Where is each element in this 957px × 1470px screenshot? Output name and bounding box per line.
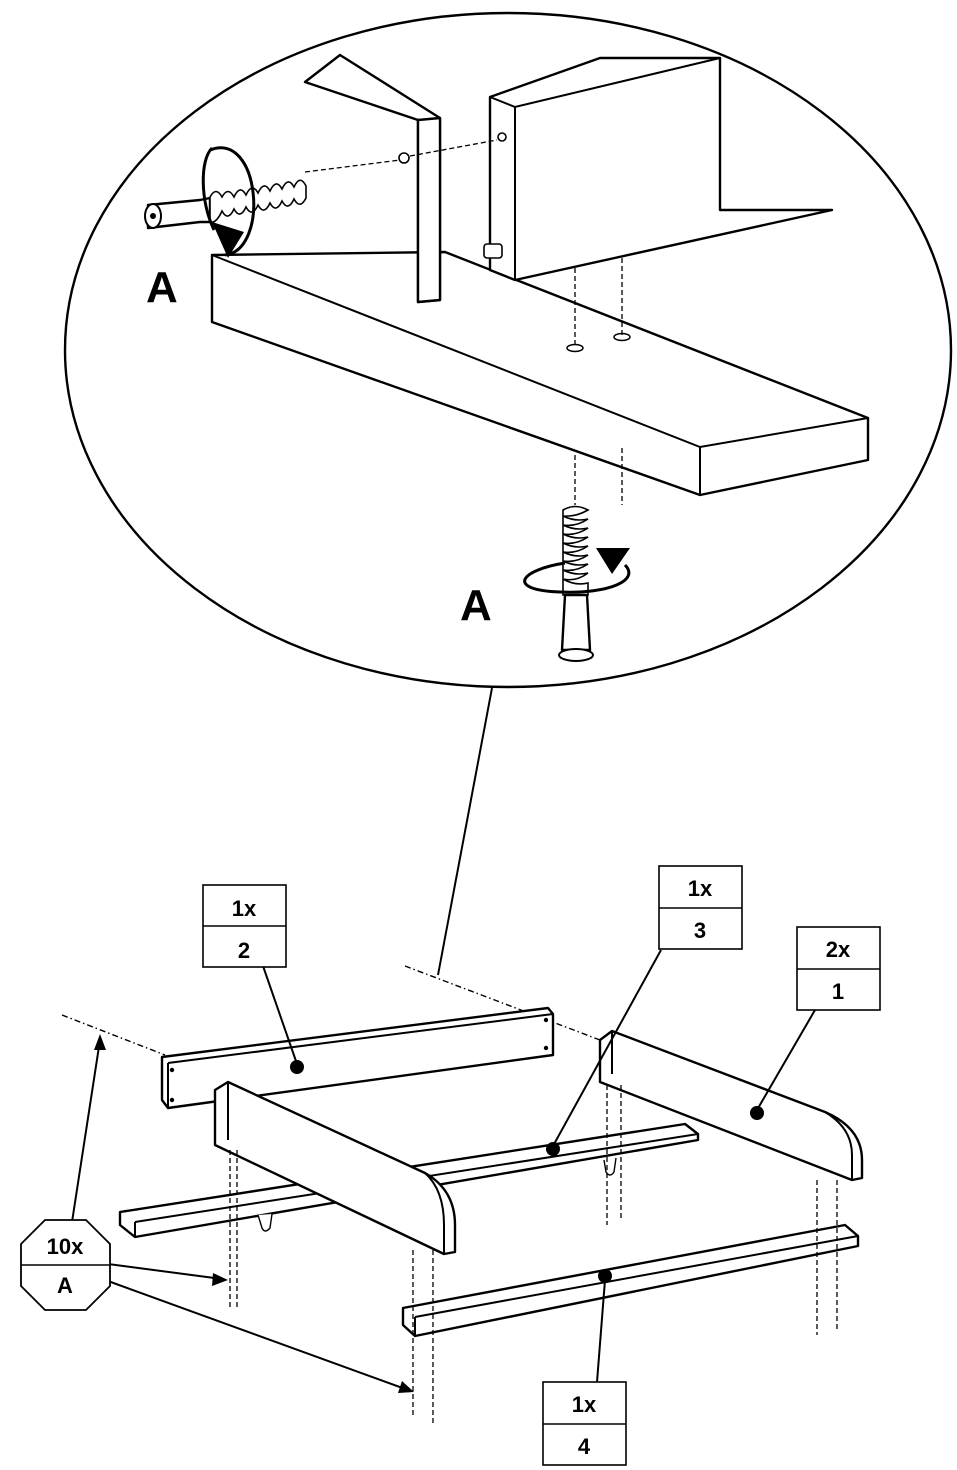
label-part-3-id: 3 <box>694 918 706 943</box>
label-part-2: 1x 2 <box>202 884 287 968</box>
fastener-guides <box>229 1085 838 1425</box>
part-4-marker <box>598 1269 612 1283</box>
detail-left-upright <box>303 53 442 304</box>
label-part-2-qty: 1x <box>232 896 257 921</box>
detail-magnifier: A A <box>63 11 953 976</box>
main-assembly: 1x 2 1x 3 2x 1 1x 4 10x A <box>20 865 881 1466</box>
fastener-a-vertical <box>523 505 631 662</box>
label-part-1-qty: 2x <box>826 937 851 962</box>
fastener-a-label-bottom: A <box>460 581 492 630</box>
label-part-4: 1x 4 <box>542 1381 627 1466</box>
detail-align-line-2 <box>409 139 498 157</box>
part-3-marker <box>546 1142 560 1156</box>
label-fastener-a-id: A <box>57 1273 73 1298</box>
fastener-a-label-top: A <box>146 263 178 312</box>
part-2-marker <box>290 1060 304 1074</box>
detail-leader-line <box>437 687 493 976</box>
label-part-2-id: 2 <box>238 938 250 963</box>
label-part-3-qty: 1x <box>688 876 713 901</box>
fastener-a-horizontal <box>144 146 307 258</box>
label-part-4-id: 4 <box>578 1434 591 1459</box>
label-part-1-id: 1 <box>832 979 844 1004</box>
part-1-left-side-panel <box>213 1080 457 1256</box>
label-part-3: 1x 3 <box>658 865 743 950</box>
label-part-4-qty: 1x <box>572 1392 597 1417</box>
axis-line-left <box>61 1014 166 1056</box>
part-1-right-side-panel <box>598 1029 864 1182</box>
leader-lines <box>71 949 816 1393</box>
part-2-back-panel <box>160 1006 555 1110</box>
detail-right-upright <box>483 56 834 282</box>
label-fastener-a: 10x A <box>20 1219 111 1311</box>
label-fastener-a-qty: 10x <box>47 1234 84 1259</box>
part-1-marker <box>750 1106 764 1120</box>
part-4-front-rail <box>401 1223 860 1338</box>
label-part-1: 2x 1 <box>796 926 881 1011</box>
axis-line-right <box>404 965 601 1041</box>
